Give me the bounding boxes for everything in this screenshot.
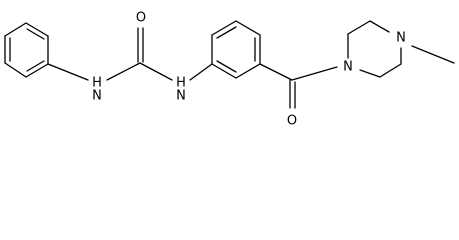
atom-label-h-left: H	[92, 76, 102, 91]
atom-label-n-left: N	[92, 89, 102, 104]
bond-nh-ring	[189, 63, 213, 81]
bond-ph-nh	[47, 63, 89, 81]
atom-label-o-ketone: O	[287, 114, 297, 129]
bond-cr-3	[235, 20, 261, 36]
bond-cr-6-double	[216, 60, 237, 73]
bond-pz-5	[379, 63, 402, 78]
bond-pz-6	[359, 69, 381, 78]
bond-pz-3	[369, 20, 390, 33]
bond-n-methyl	[411, 45, 455, 64]
atom-label-o-urea: O	[136, 11, 146, 26]
bond-cr-2	[211, 20, 237, 36]
molecule-drawing: O H N H N O N N	[4, 11, 455, 129]
bond-ph-2	[4, 62, 27, 78]
atom-label-h-right: H	[176, 76, 186, 91]
bond-co-n	[291, 66, 338, 81]
atom-label-n-piperazine-1: N	[343, 60, 353, 75]
bond-nh-c-left	[106, 62, 141, 81]
atom-label-n-right: N	[176, 89, 186, 104]
atom-label-n-piperazine-4: N	[396, 31, 406, 46]
bond-ph-3	[25, 63, 49, 78]
bond-cr-6	[211, 63, 237, 79]
bond-ring-co	[259, 63, 293, 81]
phenyl-ring	[4, 22, 49, 78]
bond-ph-5-double	[26, 28, 45, 40]
piperazine-ring	[347, 20, 402, 78]
bond-ph-6	[4, 22, 27, 37]
structure-diagram: O H N H N O N N	[4, 11, 455, 129]
bond-c-nh-right	[139, 62, 173, 81]
bond-cr-5	[235, 63, 261, 79]
bond-ph-3-double	[26, 60, 45, 72]
central-ring	[211, 20, 261, 79]
bond-cr-2-double	[216, 26, 237, 39]
bond-pz-2	[347, 20, 371, 35]
bond-ph-5	[25, 22, 49, 37]
